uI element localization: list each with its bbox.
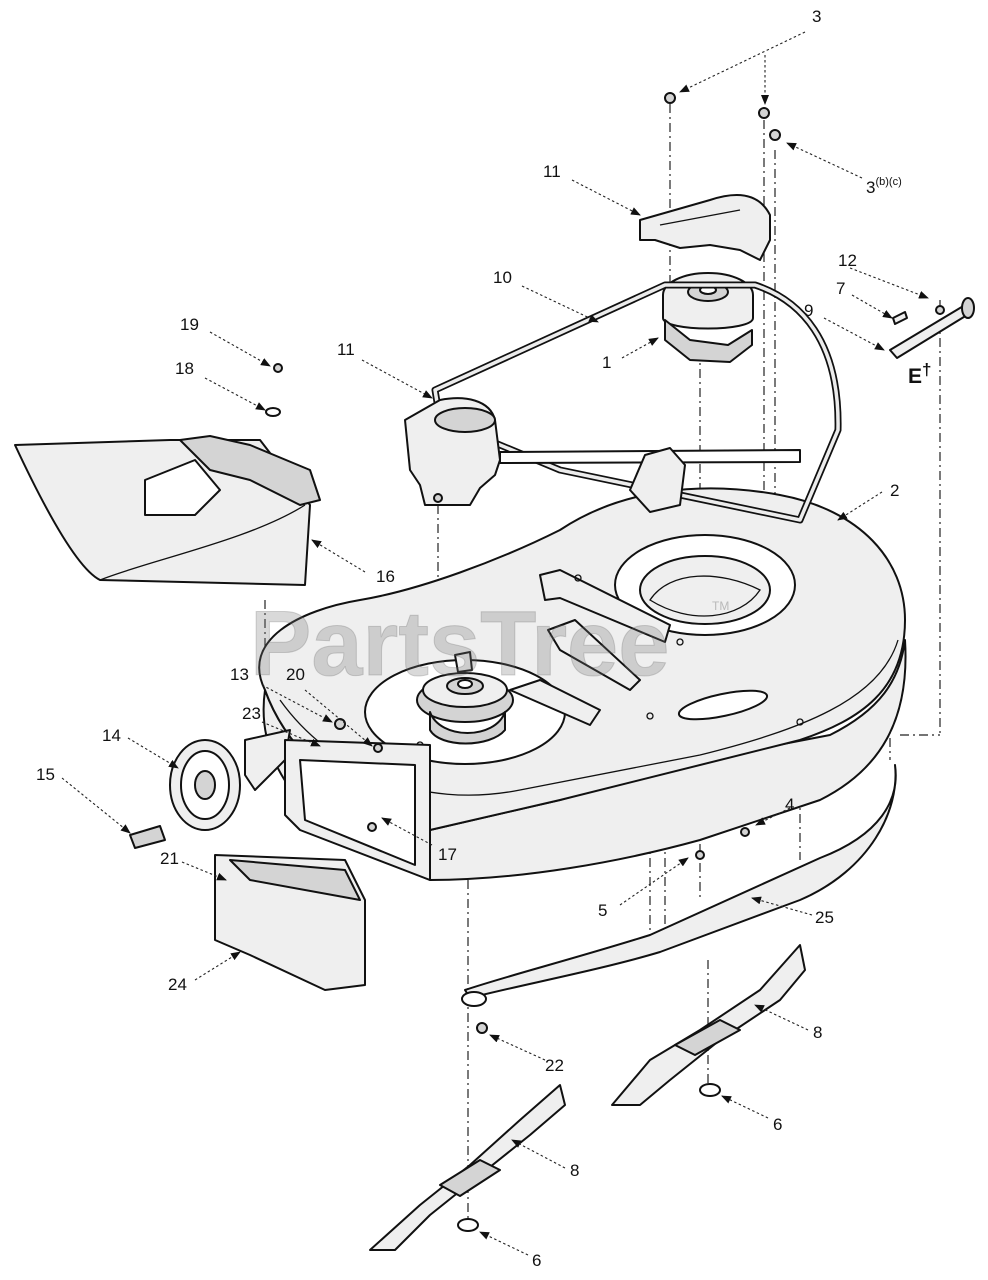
callout-1: 1 — [602, 353, 611, 372]
callout-e-letter: E — [908, 365, 922, 388]
callout-20: 20 — [286, 665, 305, 684]
callout-e: E† — [908, 360, 931, 388]
blade-lower — [369, 1084, 566, 1251]
callout-9: 9 — [804, 301, 813, 320]
belt-cover-rear — [639, 194, 771, 261]
leader-arrows — [61, 31, 929, 1256]
callout-3a: 3 — [812, 7, 821, 26]
callout-8b: 8 — [570, 1161, 579, 1180]
blade-upper — [611, 944, 806, 1106]
callout-24: 24 — [168, 975, 187, 994]
callout-23: 23 — [242, 704, 261, 723]
callout-11b: 11 — [337, 340, 355, 359]
belt-guide-shield — [629, 447, 686, 513]
belt-cover-front — [404, 397, 501, 506]
callout-22: 22 — [545, 1056, 564, 1075]
callout-2: 2 — [890, 481, 899, 500]
callout-e-dagger: † — [922, 360, 931, 379]
callout-17: 17 — [438, 845, 457, 864]
callout-10: 10 — [493, 268, 512, 287]
gauge-wheel — [169, 739, 241, 831]
callout-3b-number: 3 — [866, 178, 875, 197]
watermark-text: PartsTree — [250, 593, 669, 695]
callout-18: 18 — [175, 359, 194, 378]
callout-3b: 3(b)(c) — [866, 176, 902, 197]
callout-5: 5 — [598, 901, 607, 920]
deck-baffle — [461, 764, 897, 1007]
callout-12: 12 — [838, 251, 857, 270]
watermark-tm: TM — [712, 599, 729, 613]
callout-4: 4 — [785, 795, 794, 814]
callout-7: 7 — [836, 279, 845, 298]
callout-3b-superscript: (b)(c) — [875, 176, 901, 188]
callout-21: 21 — [160, 849, 179, 868]
callout-16: 16 — [376, 567, 395, 586]
callout-6b: 6 — [532, 1251, 541, 1270]
wheel-bracket — [244, 729, 431, 881]
hardware — [265, 92, 945, 1034]
callout-8a: 8 — [813, 1023, 822, 1042]
callout-19: 19 — [180, 315, 199, 334]
callout-14: 14 — [102, 726, 121, 745]
callout-6a: 6 — [773, 1115, 782, 1134]
callout-25: 25 — [815, 908, 834, 927]
callouts: 3 3(b)(c) 11 12 7 9 10 1 E† 11 19 18 16 … — [36, 7, 931, 1270]
callout-15: 15 — [36, 765, 55, 784]
discharge-chute — [14, 435, 321, 586]
bolt-15 — [129, 825, 166, 849]
callout-11a: 11 — [543, 162, 561, 181]
depth-rod — [889, 297, 975, 359]
side-shield — [214, 854, 366, 991]
callout-13: 13 — [230, 665, 249, 684]
